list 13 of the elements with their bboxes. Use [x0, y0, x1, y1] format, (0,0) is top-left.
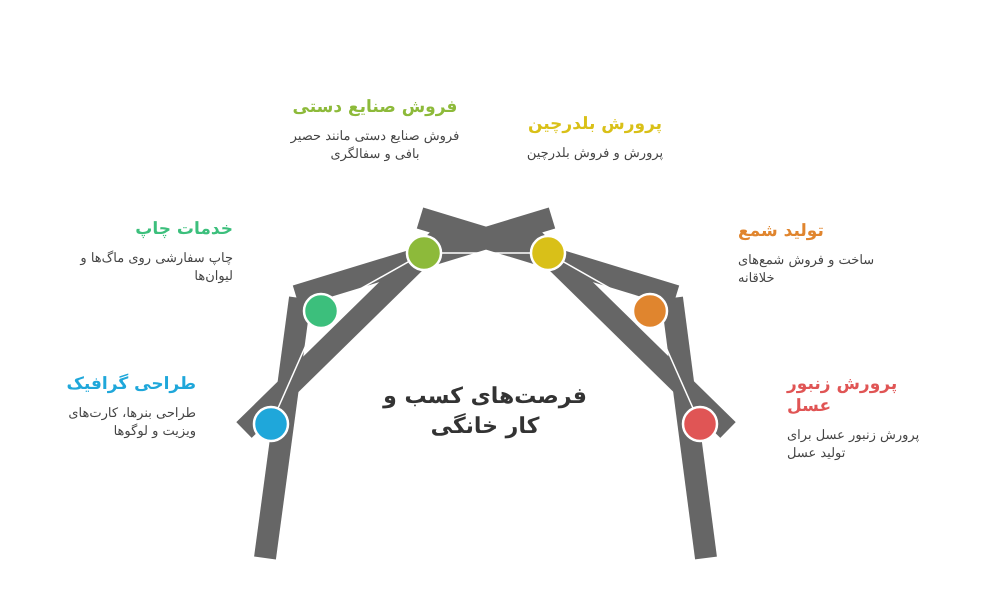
item-heading: طراحی گرافیک: [66, 373, 196, 395]
item-description: طراحی بنرها، کارت‌های ویزیت و لوگوها: [67, 405, 196, 441]
item-heading: فروش صنایع دستی: [292, 96, 458, 118]
item-heading: تولید شمع: [738, 220, 824, 242]
item-description: فروش صنایع دستی مانند حصیر بافی و سفالگری: [289, 128, 460, 164]
item-description: چاپ سفارشی روی ماگ‌ها و لیوان‌ها: [78, 250, 233, 286]
item-description: پرورش و فروش بلدرچین: [526, 145, 664, 163]
item-heading: پرورش بلدرچین: [528, 113, 662, 135]
item-heading: پرورش زنبور عسل: [787, 373, 898, 417]
item-description: پرورش زنبور عسل برای تولید عسل: [787, 427, 920, 463]
item-heading: خدمات چاپ: [135, 218, 233, 240]
diagram-title: فرصت‌های کسب و کار خانگی: [381, 383, 588, 441]
item-description: ساخت و فروش شمع‌های خلاقانه: [738, 252, 876, 288]
